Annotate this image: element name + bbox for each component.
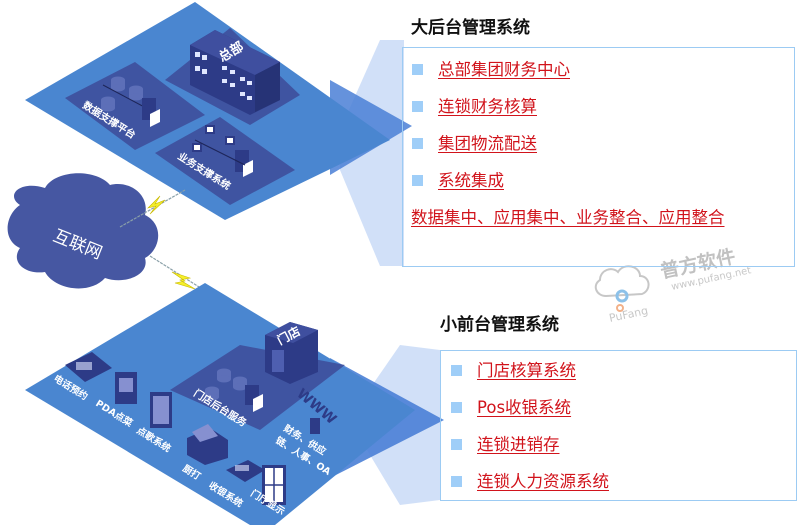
frontend-item-store-accounting[interactable]: 门店核算系统 (477, 361, 576, 380)
bullet-icon (451, 365, 462, 376)
cashier-icon (226, 460, 265, 482)
bullet-icon (451, 402, 462, 413)
backend-item-logistics[interactable]: 集团物流配送 (438, 134, 537, 153)
backend-item-integration[interactable]: 系统集成 (438, 171, 504, 190)
frontend-item-inventory[interactable]: 连锁进销存 (477, 435, 560, 454)
printer-icon (187, 424, 228, 465)
bullet-icon (451, 439, 462, 450)
bullet-icon (451, 476, 462, 487)
internet-cloud: 互联网 (7, 173, 159, 289)
business-platform-zone (155, 117, 295, 205)
headquarters-building-icon (190, 30, 280, 115)
store-platform: 门店 门店后台服务 电话预约 PDA点菜 点歌系统 厨打 收银系统 门厅显示 W… (25, 283, 415, 525)
backend-item-finance-center[interactable]: 总部集团财务中心 (438, 60, 570, 79)
frontend-system-box: 门店核算系统 Pos收银系统 连锁进销存 连锁人力资源系统 (440, 350, 797, 501)
frontend-system-title: 小前台管理系统 (440, 315, 559, 335)
hand-pointer-icon (310, 418, 320, 434)
bullet-icon (412, 138, 423, 149)
bullet-icon (412, 64, 423, 75)
phone-icon (65, 352, 112, 382)
network-link-top (119, 189, 186, 228)
watermark-brand-en: PuFang (608, 304, 649, 325)
server-icon (142, 98, 160, 127)
tablet-icon (150, 392, 172, 428)
display-icon (262, 465, 286, 505)
store-building-icon (265, 322, 318, 384)
database-icon (205, 368, 247, 401)
bullet-icon (412, 175, 423, 186)
bullet-icon (412, 101, 423, 112)
data-platform-zone (65, 62, 205, 150)
headquarters-platform: 总部 数据支撑平台 业务支撑系统 (25, 2, 390, 220)
database-icon (101, 76, 143, 112)
frontend-item-hr[interactable]: 连锁人力资源系统 (477, 472, 609, 491)
frontend-item-pos[interactable]: Pos收银系统 (477, 398, 572, 417)
backend-system-box: 总部集团财务中心 连锁财务核算 集团物流配送 系统集成 数据集中、应用集中、业务… (402, 47, 795, 267)
workstation-icon (192, 125, 253, 177)
backend-summary-link[interactable]: 数据集中、应用集中、业务整合、应用整合 (411, 208, 725, 227)
backend-system-title: 大后台管理系统 (411, 18, 530, 38)
pda-icon (115, 372, 137, 404)
server-icon (245, 385, 263, 412)
backend-item-chain-accounting[interactable]: 连锁财务核算 (438, 97, 537, 116)
